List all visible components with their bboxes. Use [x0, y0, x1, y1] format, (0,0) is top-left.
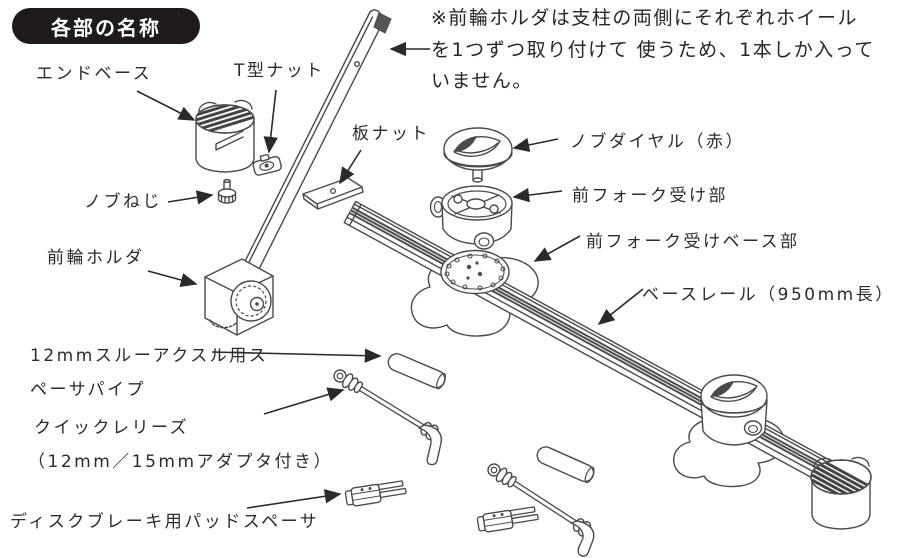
- note-line-3: いません。: [431, 70, 533, 92]
- spacer-pipe-part-2: [536, 446, 595, 484]
- t-nut-part: [252, 153, 282, 176]
- support-pole: [235, 9, 392, 289]
- label-base-rail: ベースレール（950mm長）: [642, 285, 895, 305]
- plate-nut-part: [302, 177, 364, 210]
- label-plate-nut: 板ナット: [352, 124, 430, 144]
- label-pad-spacer: ディスクブレーキ用パッドスペーサ: [10, 512, 320, 532]
- quick-release-part-2: [484, 459, 595, 557]
- note-line-2: を1つずつ取り付けて 使うため、1本しか入って: [431, 38, 875, 61]
- label-t-nut: T型ナット: [234, 61, 325, 81]
- section-title-badge: 各部の名称: [12, 8, 200, 44]
- label-quick-release-line1: クイックレリーズ: [34, 418, 190, 438]
- pad-spacer-part: [344, 479, 408, 508]
- label-end-base: エンドベース: [36, 64, 153, 84]
- end-base-on-rail: [810, 456, 872, 530]
- assembled-fork-mount: [700, 374, 768, 446]
- label-spacer-pipe-line1: 12mmスルーアクスル用ス: [30, 346, 269, 366]
- pad-spacer-part-2: [476, 505, 540, 534]
- note-line-1: ※前輪ホルダは支柱の両側にそれぞれホイール: [431, 7, 859, 29]
- knob-dial-part: [443, 127, 513, 183]
- spacer-pipe-part: [387, 353, 446, 390]
- label-knob-screw: ノブねじ: [84, 192, 162, 212]
- label-fork-receiver-base: 前フォーク受けベース部: [586, 232, 800, 252]
- label-knob-dial: ノブダイヤル（赤）: [570, 132, 745, 152]
- label-quick-release-line2: （12mm／15mmアダプタ付き）: [28, 452, 334, 472]
- label-spacer-pipe-line2: ペーサパイプ: [30, 380, 146, 400]
- label-front-wheel-holder: 前輪ホルダ: [47, 248, 145, 268]
- front-wheel-holder-part: [204, 258, 274, 336]
- end-base-part: [195, 99, 255, 173]
- leader-arrows: [136, 41, 644, 509]
- fork-receiver-part: [429, 185, 513, 250]
- quick-release-part: [330, 365, 443, 466]
- wheel-holder-note: ※前輪ホルダは支柱の両側にそれぞれホイール を1つずつ取り付けて 使うため、1本…: [431, 3, 896, 98]
- section-title: 各部の名称: [51, 15, 161, 40]
- fork-receiver-base-disc: [440, 249, 510, 295]
- label-fork-receiver: 前フォーク受け部: [572, 186, 728, 206]
- knob-screw-part: [217, 178, 237, 204]
